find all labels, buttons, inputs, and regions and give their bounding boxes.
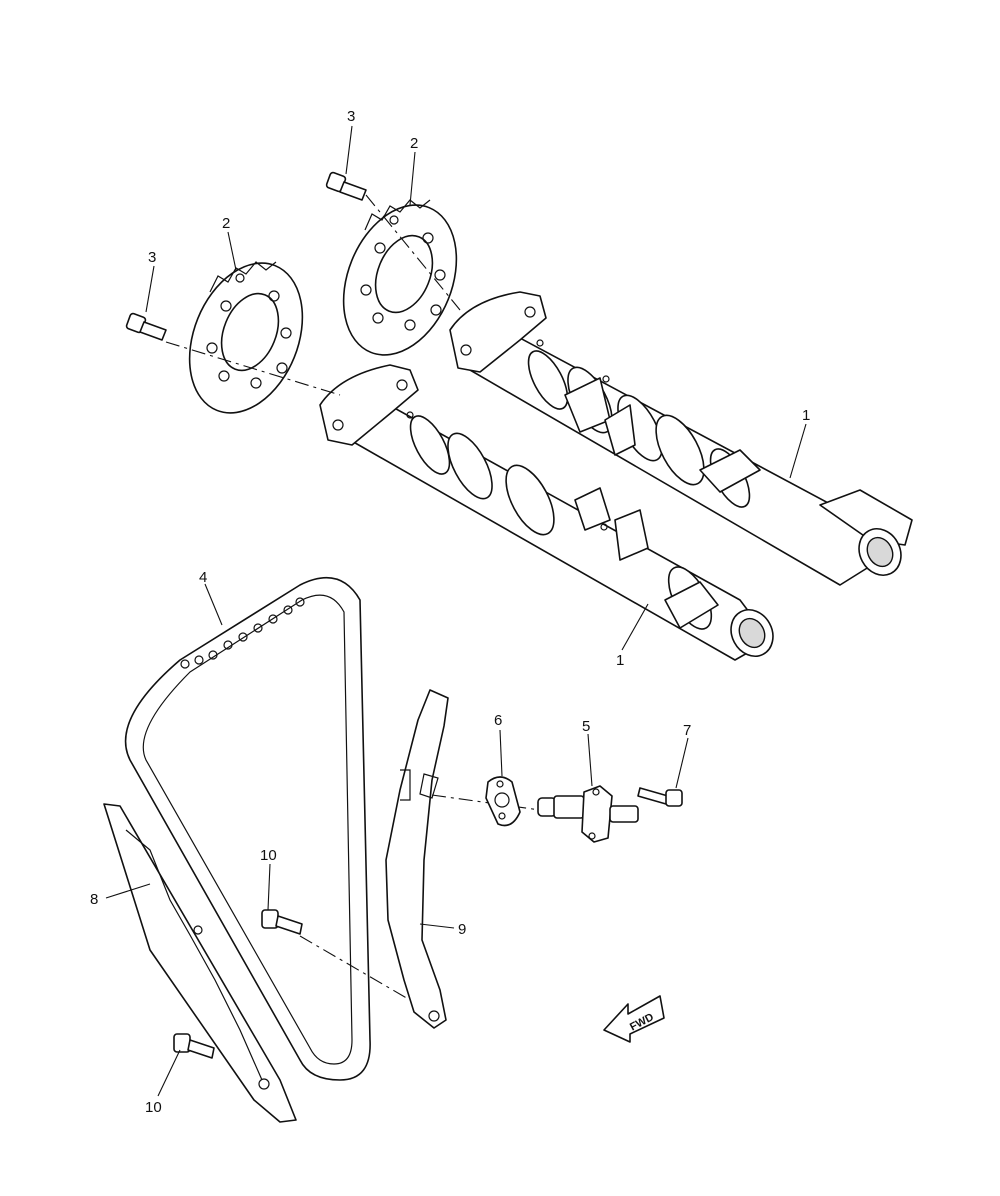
callout-1-lower: 1 <box>616 652 624 669</box>
forward-arrow-icon <box>603 995 665 1043</box>
guide-bolt-lower <box>173 1033 215 1059</box>
camshaft-upper <box>449 291 913 586</box>
callout-7: 7 <box>683 722 691 739</box>
chain-tensioner <box>537 785 639 843</box>
callout-labels: 3 2 3 2 1 1 4 5 6 7 8 9 10 10 <box>90 108 810 1116</box>
camshaft-lower <box>319 364 774 661</box>
callout-1-upper: 1 <box>802 407 810 424</box>
chain-guide <box>103 803 297 1123</box>
alignment-line-lower <box>165 341 341 396</box>
callout-2-lower: 2 <box>222 215 230 232</box>
chain-tensioner-guide <box>385 689 449 1029</box>
callout-3-lower: 3 <box>148 249 156 266</box>
alignment-line-bolt10 <box>299 935 411 1001</box>
cam-chain <box>124 576 371 1081</box>
sprocket-bolt-lower <box>125 312 167 341</box>
callout-10-upper: 10 <box>260 847 277 864</box>
leader-lines <box>105 125 807 1097</box>
sprocket-bolt-upper <box>325 171 367 201</box>
callout-9: 9 <box>458 921 466 938</box>
guide-bolt-upper <box>261 909 303 935</box>
fwd-direction-marker: FWD <box>603 995 665 1043</box>
cam-sprocket-upper <box>342 199 458 356</box>
callout-2-upper: 2 <box>410 135 418 152</box>
alignment-line-tensioner <box>431 794 541 811</box>
callout-4: 4 <box>199 569 207 586</box>
tensioner-bolt <box>637 787 683 807</box>
callout-10-lower: 10 <box>145 1099 162 1116</box>
chain-links <box>180 597 305 669</box>
alignment-line-upper <box>365 194 461 311</box>
callout-3-upper: 3 <box>347 108 355 125</box>
callout-8: 8 <box>90 891 98 908</box>
cam-sprocket-lower <box>188 261 304 414</box>
tensioner-gasket <box>485 776 521 827</box>
callout-6: 6 <box>494 712 502 729</box>
callout-5: 5 <box>582 718 590 735</box>
